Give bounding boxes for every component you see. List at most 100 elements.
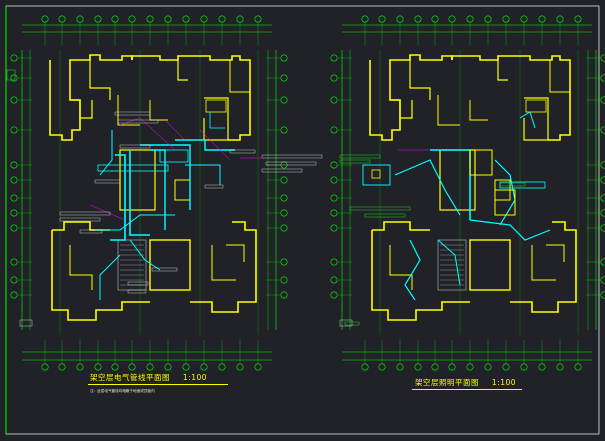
wall-segment — [546, 244, 565, 262]
wall-outline — [371, 230, 470, 321]
fixture-box — [469, 149, 493, 176]
axis-bubble-left — [10, 258, 18, 266]
leader-line — [199, 129, 231, 161]
axis-bubble-right — [600, 224, 605, 232]
fixture-box — [494, 189, 516, 216]
cable-tray — [97, 164, 169, 172]
wall-segment — [523, 97, 549, 141]
axis-bubble-right — [280, 276, 288, 284]
core-stair-box — [469, 239, 511, 291]
room-label-box — [205, 99, 227, 113]
axis-bubble-right — [280, 194, 288, 202]
axis-bubble-left — [330, 224, 338, 232]
plan-title-left-text: 架空层电气管线平面图 — [90, 373, 170, 382]
wiring-run — [394, 159, 461, 216]
text-annotation-mark — [119, 144, 151, 149]
text-annotation-mark — [265, 161, 317, 166]
wiring-run — [99, 130, 113, 176]
axis-bubble-left — [10, 96, 18, 104]
plan-note-left: 注：此层电气管线均暗敷于地面或顶板内 — [90, 389, 155, 393]
leader-line — [164, 119, 186, 141]
axis-bubble-left — [10, 176, 18, 184]
axis-bubble-left — [330, 54, 338, 62]
cable-tray — [159, 149, 189, 163]
axis-bubble-right — [600, 161, 605, 169]
axis-bubble-left — [10, 74, 18, 82]
axis-bubble-right — [280, 224, 288, 232]
axis-bubble-right — [600, 74, 605, 82]
axis-bubble-right — [600, 276, 605, 284]
axis-bubble-right — [600, 291, 605, 299]
axis-bubble-right — [600, 126, 605, 134]
wiring-run — [95, 214, 175, 231]
wiring-run — [185, 164, 221, 185]
text-annotation-mark — [261, 168, 303, 173]
center-annotation — [240, 154, 323, 173]
stair-outline — [437, 239, 467, 291]
core-stair-box — [149, 239, 191, 291]
axis-bubble-left — [330, 209, 338, 217]
axis-bubble-left — [10, 276, 18, 284]
text-annotation-mark — [94, 179, 121, 184]
axis-bubble-right — [280, 96, 288, 104]
wall-segment — [389, 245, 413, 290]
wall-outline — [510, 221, 577, 313]
axis-bubble-right — [280, 258, 288, 266]
wiring-run — [140, 144, 191, 210]
wall-segment — [390, 99, 413, 119]
wiring-run — [437, 239, 461, 286]
axis-bubble-right — [280, 54, 288, 62]
axis-bubble-left — [330, 291, 338, 299]
wiring-run — [99, 254, 121, 300]
wiring-run — [209, 112, 225, 129]
wall-segment — [117, 95, 140, 126]
axis-bubble-left — [10, 126, 18, 134]
text-annotation-mark — [499, 182, 526, 187]
wall-segment — [70, 99, 93, 119]
axis-bubble-right — [280, 209, 288, 217]
wall-outline — [49, 54, 133, 141]
text-annotation-mark — [364, 213, 406, 218]
axis-bubble-left — [330, 161, 338, 169]
wall-segment — [203, 97, 229, 141]
wall-segment — [177, 60, 188, 81]
axis-bubble-left — [10, 194, 18, 202]
plan-scale-right: 1:100 — [491, 378, 517, 387]
text-annotation-mark — [117, 119, 159, 124]
plan-title-left: 架空层电气管线平面图 1:100 — [90, 372, 207, 383]
axis-bubble-right — [280, 176, 288, 184]
wall-segment — [409, 60, 431, 100]
wall-segment — [549, 60, 570, 93]
wiring-run — [469, 219, 551, 241]
level-mark — [339, 319, 353, 327]
wall-outline — [372, 221, 430, 231]
text-annotation-mark — [127, 281, 149, 286]
text-annotation-mark — [79, 229, 103, 234]
leader-line — [89, 204, 126, 221]
axis-bubble-left — [330, 74, 338, 82]
axis-bubble-left — [10, 291, 18, 299]
axis-bubble-left — [330, 126, 338, 134]
axis-bubble-right — [600, 54, 605, 62]
wiring-run — [129, 150, 150, 236]
axis-bubble-left — [330, 276, 338, 284]
axis-bubble-right — [600, 209, 605, 217]
text-annotation-mark — [261, 154, 323, 159]
wall-outline — [451, 55, 571, 141]
plan-title-right-underline — [412, 389, 522, 390]
axis-bubble-left — [330, 258, 338, 266]
axis-bubble-right — [280, 291, 288, 299]
wall-segment — [69, 245, 93, 290]
axis-bubble-right — [600, 176, 605, 184]
wall-outline — [369, 54, 453, 141]
axis-bubble-right — [600, 258, 605, 266]
axis-bubble-left — [10, 224, 18, 232]
wall-segment — [469, 100, 488, 121]
wiring-run — [519, 111, 536, 129]
plan-title-right: 架空层照明平面图 1:100 — [415, 377, 516, 388]
plan-lighting-right — [330, 15, 605, 371]
plan-electrical-left — [10, 15, 288, 371]
wall-segment — [531, 245, 556, 281]
wall-segment — [229, 60, 250, 93]
